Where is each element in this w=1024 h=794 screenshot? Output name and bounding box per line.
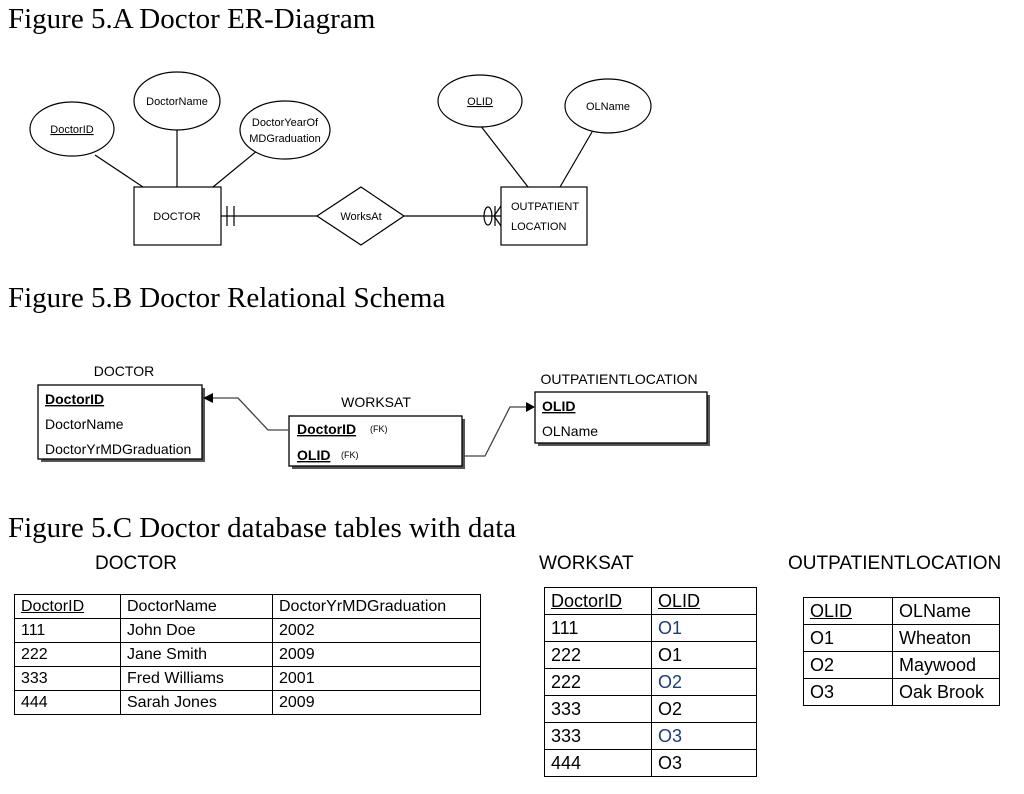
table-row: 222 Jane Smith 2009 [14, 642, 481, 667]
relational-schema: DOCTOR WORKSAT OUTPATIENTLOCATION Doctor… [37, 363, 710, 469]
table-cell: 333 [544, 722, 652, 750]
attr-doctorname-label: DoctorName [146, 96, 208, 108]
figure-a-title: Figure 5.A Doctor ER-Diagram [8, 3, 376, 35]
table-cell: O2 [651, 668, 757, 696]
figure-b-title: Figure 5.B Doctor Relational Schema [8, 282, 446, 314]
schema-outpatient-title: OUTPATIENTLOCATION [540, 371, 697, 387]
table-cell: 222 [544, 668, 652, 696]
table-cell: 333 [14, 666, 121, 691]
table-header-row: DoctorID DoctorName DoctorYrMDGraduation [14, 594, 481, 619]
table-cell: Maywood [892, 651, 1000, 679]
attr-doctoryear-label-1: DoctorYearOf [252, 117, 319, 129]
schema-worksat-field-1: DoctorID [297, 421, 356, 437]
entity-outpatient-location [500, 186, 588, 246]
table-cell: 2009 [272, 642, 481, 667]
attr-doctorid-label: DoctorID [50, 124, 93, 136]
table-cell: 222 [544, 641, 652, 669]
table-row: O2 Maywood [803, 651, 1000, 679]
doctor-table-caption: DOCTOR [95, 553, 177, 574]
table-row: 222 O1 [544, 641, 757, 669]
attr-olname-ellipse [564, 78, 652, 134]
er-diagram: DoctorID DoctorName DoctorYearOf MDGradu… [29, 71, 652, 246]
worksat-table-caption: WORKSAT [539, 553, 634, 574]
schema-outpatient-field-1: OLID [542, 398, 575, 414]
schema-doctor-box [37, 384, 203, 460]
table-cell: O1 [803, 624, 893, 652]
table-row: 222 O2 [544, 668, 757, 696]
table-row: 333 O3 [544, 722, 757, 750]
schema-worksat-field-2: OLID [297, 447, 330, 463]
table-row: 444 O3 [544, 749, 757, 777]
table-cell: O3 [803, 678, 893, 706]
table-header-cell: OLName [892, 597, 1000, 625]
table-cell: O1 [651, 614, 757, 642]
schema-doctor-title: DOCTOR [94, 363, 154, 379]
attr-olid-ellipse [437, 74, 523, 128]
table-row: 111 John Doe 2002 [14, 618, 481, 643]
table-cell: John Doe [120, 618, 273, 643]
attr-doctorid-ellipse [29, 101, 115, 157]
table-cell: Fred Williams [120, 666, 273, 691]
entity-doctor-label: DOCTOR [153, 211, 201, 223]
table-header-cell: DoctorYrMDGraduation [272, 594, 481, 619]
entity-outpatient-label-2: LOCATION [511, 221, 566, 233]
table-cell: O3 [651, 722, 757, 750]
relationship-worksat-label: WorksAt [340, 211, 381, 223]
table-cell: 333 [544, 695, 652, 723]
attr-doctoryear-ellipse [239, 100, 331, 160]
table-cell: O3 [651, 749, 757, 777]
table-cell: 444 [544, 749, 652, 777]
outpatient-table-caption: OUTPATIENTLOCATION [788, 553, 1002, 574]
figure-c-title: Figure 5.C Doctor database tables with d… [8, 512, 517, 544]
entity-outpatient-label-1: OUTPATIENT [511, 201, 579, 213]
table-cell: 2009 [272, 690, 481, 715]
schema-doctor-field-3: DoctorYrMDGraduation [45, 441, 191, 457]
worksat-data-table: DoctorID OLID 111 O1 222 O1 222 O2 333 O… [544, 587, 757, 777]
table-row: O1 Wheaton [803, 624, 1000, 652]
attr-doctorname-ellipse [133, 71, 221, 131]
attr-olid-label: OLID [467, 96, 493, 108]
table-cell: O2 [651, 695, 757, 723]
table-cell: Oak Brook [892, 678, 1000, 706]
table-cell: O1 [651, 641, 757, 669]
table-row: 444 Sarah Jones 2009 [14, 690, 481, 715]
table-cell: 111 [14, 618, 121, 643]
table-header-row: OLID OLName [803, 597, 1000, 625]
table-cell: Sarah Jones [120, 690, 273, 715]
schema-doctor-field-2: DoctorName [45, 416, 124, 432]
schema-outpatient-box [534, 391, 708, 444]
table-header-row: DoctorID OLID [544, 587, 757, 615]
table-cell: 111 [544, 614, 652, 642]
relationship-worksat [315, 186, 406, 246]
schema-doctor-field-1: DoctorID [45, 391, 104, 407]
table-header-cell: OLID [651, 587, 757, 615]
table-cell: Jane Smith [120, 642, 273, 667]
table-row: 111 O1 [544, 614, 757, 642]
table-row: O3 Oak Brook [803, 678, 1000, 706]
schema-worksat-fk-2: (FK) [341, 450, 359, 460]
outpatient-data-table: OLID OLName O1 Wheaton O2 Maywood O3 Oak… [803, 597, 1000, 706]
attr-doctoryear-label-2: MDGraduation [249, 133, 321, 145]
schema-worksat-title: WORKSAT [341, 394, 411, 410]
table-cell: 2002 [272, 618, 481, 643]
schema-outpatient-field-2: OLName [542, 423, 598, 439]
entity-doctor [133, 186, 222, 246]
schema-worksat-fk-1: (FK) [370, 424, 388, 434]
doctor-data-table: DoctorID DoctorName DoctorYrMDGraduation… [14, 594, 481, 715]
table-header-cell: DoctorName [120, 594, 273, 619]
schema-worksat-box [288, 415, 463, 467]
attr-olname-label: OLName [586, 101, 630, 113]
table-cell: 444 [14, 690, 121, 715]
table-row: 333 O2 [544, 695, 757, 723]
table-cell: O2 [803, 651, 893, 679]
table-cell: 2001 [272, 666, 481, 691]
table-cell: 222 [14, 642, 121, 667]
table-row: 333 Fred Williams 2001 [14, 666, 481, 691]
table-header-cell: DoctorID [544, 587, 652, 615]
table-header-cell: DoctorID [14, 594, 121, 619]
table-cell: Wheaton [892, 624, 1000, 652]
table-header-cell: OLID [803, 597, 893, 625]
